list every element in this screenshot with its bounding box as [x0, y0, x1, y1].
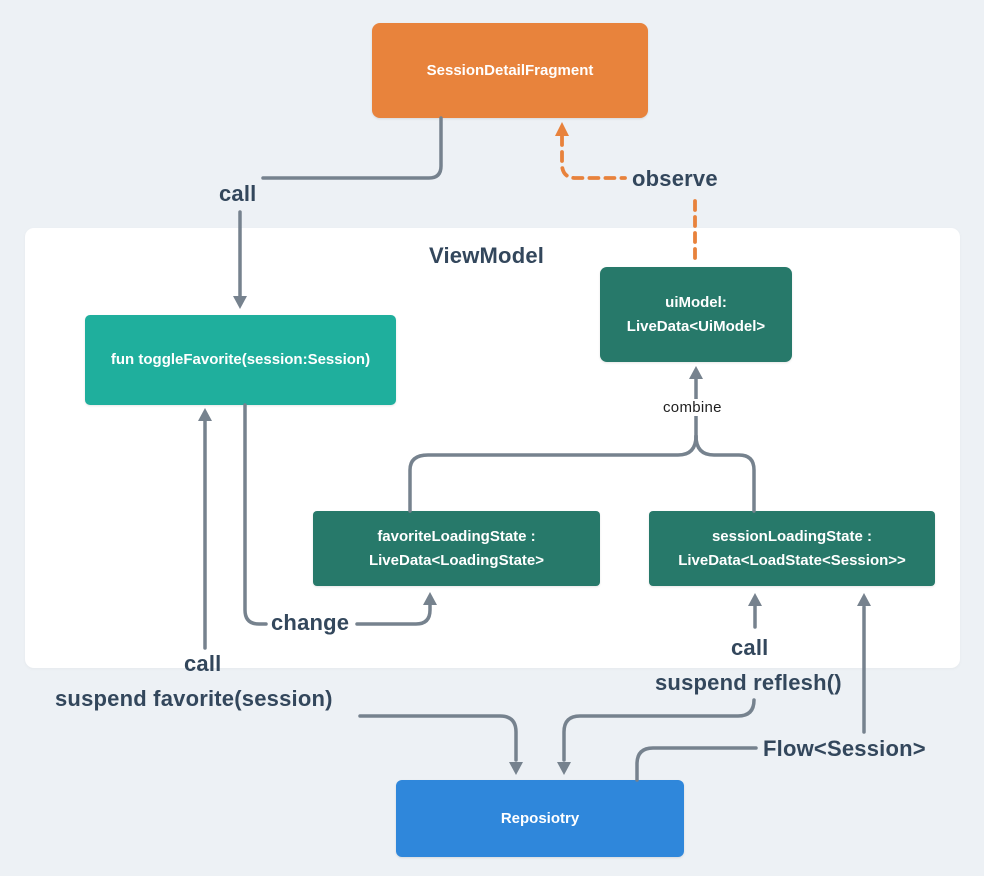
- label-observe: observe: [632, 166, 718, 191]
- node-favorite-loading-state: favoriteLoadingState : LiveData<LoadingS…: [313, 511, 600, 586]
- label-flow-session: Flow<Session>: [763, 736, 926, 761]
- node-label: favoriteLoadingState : LiveData<LoadingS…: [369, 525, 544, 572]
- node-label: Reposiotry: [500, 809, 580, 827]
- node-session-loading-state: sessionLoadingState : LiveData<LoadState…: [649, 511, 935, 586]
- node-label: fun toggleFavorite(session:Session): [110, 351, 371, 369]
- wire-flow-to-repo: [635, 746, 758, 782]
- label-combine: combine: [660, 399, 725, 416]
- label-call-mid: call: [731, 635, 769, 660]
- node-label: uiModel: LiveData<UiModel>: [627, 291, 765, 338]
- wire-favorite-to-repo: [358, 714, 518, 762]
- arrowhead-reflesh-down: [557, 762, 571, 775]
- node-label: SessionDetailFragment: [426, 61, 594, 79]
- node-toggle-favorite: fun toggleFavorite(session:Session): [85, 315, 396, 405]
- node-label: sessionLoadingState : LiveData<LoadState…: [678, 525, 906, 572]
- panel-title: ViewModel: [429, 243, 545, 268]
- wire-reflesh-to-repo: [562, 698, 756, 762]
- node-label-line2: LiveData<UiModel>: [626, 317, 766, 335]
- node-label-line2: LiveData<LoadingState>: [368, 551, 545, 569]
- label-call-left: call: [184, 651, 222, 676]
- node-label-line1: uiModel:: [665, 294, 727, 312]
- node-label-line1: favoriteLoadingState :: [377, 528, 536, 546]
- label-suspend-favorite: suspend favorite(session): [55, 686, 333, 711]
- node-label-line1: sessionLoadingState :: [711, 528, 872, 546]
- bottom-strip: [0, 876, 984, 882]
- node-label-line2: LiveData<LoadState<Session>>: [678, 551, 906, 569]
- arrowhead-observe-up: [555, 122, 569, 136]
- label-change: change: [271, 610, 350, 635]
- label-suspend-reflesh: suspend reflesh(): [655, 670, 842, 695]
- label-call-top: call: [219, 181, 257, 206]
- wire-fragment-to-call: [261, 116, 443, 180]
- node-ui-model: uiModel: LiveData<UiModel>: [600, 267, 792, 362]
- node-repository: Reposiotry: [396, 780, 684, 857]
- node-session-detail-fragment: SessionDetailFragment: [372, 23, 648, 118]
- wire-observe-to-fragment: [560, 134, 627, 180]
- viewmodel-panel: [25, 228, 960, 668]
- arrowhead-favorite-down: [509, 762, 523, 775]
